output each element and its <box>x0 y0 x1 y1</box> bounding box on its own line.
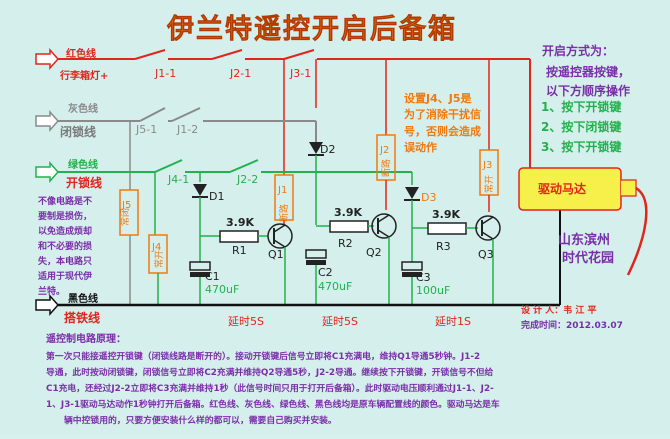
method-step2: 2、按下闭锁键 <box>541 119 621 134</box>
principle-line-5: 辆中控锁用的，只要方便安装什么样的都可以，需要自己购买并安装。 <box>64 414 337 426</box>
mid-note-4: 误动作 <box>404 140 437 154</box>
r2-label: R2 <box>338 237 353 250</box>
relay-j5 <box>119 189 139 305</box>
c1-value: 470uF <box>205 283 239 296</box>
stage-3 <box>401 215 501 305</box>
j3-label: J3 <box>482 160 492 171</box>
delay-1: 延时5S <box>228 315 264 328</box>
d2-label: D2 <box>320 143 335 156</box>
delay-3: 延时1S <box>435 315 471 328</box>
relay-j2 <box>376 134 396 210</box>
r2-value: 3.9K <box>334 206 362 219</box>
j5-note: 常闭 <box>119 208 131 226</box>
date-label: 完成时间：2012.03.07 <box>521 319 623 331</box>
left-note-6: 适用于现代伊 <box>38 270 92 282</box>
r3-value: 3.9K <box>432 208 460 221</box>
stage-1 <box>189 223 293 305</box>
green-wire <box>35 159 413 235</box>
principle-line-3: C1充电，还经过J2-2立即将C3充满并维持1秒（此信号时间只用于打开后备箱）。… <box>46 382 494 394</box>
j4-note: 常开 <box>153 250 165 268</box>
black-wire-name: 黑色线 <box>68 292 98 305</box>
left-note-2: 要制是损伤， <box>38 210 92 222</box>
switch-j4-1-label: J4-1 <box>167 173 189 186</box>
principle-line-2: 导通，此时按动闭锁键，闭锁信号立即将C2充满并维持Q2导通5秒，J2-2导通。继… <box>46 366 494 378</box>
black-wire <box>35 210 561 316</box>
left-note-5: 失，本电路只 <box>38 255 92 267</box>
switch-j5-1-label: J5-1 <box>135 123 157 136</box>
j2-label: J2 <box>379 145 389 156</box>
left-note-1: 不像电路是不 <box>38 195 92 207</box>
drive-motor <box>518 140 648 276</box>
c3-label: C3 <box>416 271 431 284</box>
switch-j3-1-label: J3-1 <box>289 67 311 80</box>
place-line2: 时代花园 <box>562 250 614 266</box>
red-wire <box>35 48 531 175</box>
switch-j2-1-label: J2-1 <box>229 67 251 80</box>
green-wire-name: 绿色线 <box>68 158 98 171</box>
q3-label: Q3 <box>478 248 494 261</box>
r3-label: R3 <box>436 240 451 253</box>
c2-label: C2 <box>318 266 333 279</box>
red-wire-name: 红色线 <box>66 47 96 60</box>
switch-j1-1-label: J1-1 <box>154 67 176 80</box>
q2-label: Q2 <box>366 246 382 259</box>
left-note-7: 兰特。 <box>38 285 65 297</box>
j3-note: 常开 <box>483 175 495 193</box>
method-step1: 1、按下开锁键 <box>541 99 621 114</box>
method-line2: 以下方顺序操作 <box>546 83 630 98</box>
gray-wire <box>35 107 317 190</box>
r1-label: R1 <box>232 244 247 257</box>
green-wire-sub: 开锁线 <box>66 175 102 190</box>
principle-line-4: 1、J3-1驱动马达动作1秒钟打开后备箱。红色线、灰色线、绿色线、黑色线均是原车… <box>46 398 500 410</box>
diode-d1 <box>192 184 208 262</box>
mid-note-2: 为了消除干扰信 <box>404 107 481 121</box>
gray-wire-name: 灰色线 <box>68 102 98 115</box>
mid-note-3: 号，否则会造成 <box>404 124 481 138</box>
stage-2 <box>305 213 397 305</box>
left-note-3: 以免造成烦却 <box>38 225 92 237</box>
j2-note: 断路 <box>380 159 392 177</box>
red-wire-sub: 行李箱灯+ <box>59 69 108 82</box>
motor-label: 驱动马达 <box>538 181 586 196</box>
mid-note-1: 设置J4、J5是 <box>404 91 472 105</box>
method-step3: 3、按下开锁键 <box>541 139 621 154</box>
j1-note: 断路 <box>278 204 290 222</box>
j1-label: J1 <box>277 185 287 196</box>
d3-label: D3 <box>421 191 436 204</box>
method-line1: 按遥控器按键， <box>546 64 630 79</box>
relay-j4 <box>148 234 168 305</box>
d1-label: D1 <box>209 190 224 203</box>
place-line1: 山东滨州 <box>558 232 610 248</box>
c2-value: 470uF <box>318 280 352 293</box>
method-title: 开启方式为： <box>542 43 614 58</box>
black-wire-sub: 搭铁线 <box>64 310 100 325</box>
left-note-4: 和不必要的损 <box>37 240 92 252</box>
relay-j3 <box>479 149 499 212</box>
q1-label: Q1 <box>268 248 284 261</box>
switch-j2-2-label: J2-2 <box>236 173 258 186</box>
diode-d3 <box>404 187 420 262</box>
j5-label: J5 <box>121 200 131 211</box>
switch-j1-2-label: J1-2 <box>176 123 198 136</box>
c3-value: 100uF <box>416 284 450 297</box>
c1-label: C1 <box>205 270 220 283</box>
gray-wire-sub: 闭锁线 <box>60 124 96 139</box>
diode-d2 <box>308 142 324 225</box>
diagram-title: 伊兰特遥控开启后备箱 <box>166 13 457 45</box>
j4-label: J4 <box>151 242 161 253</box>
r1-value: 3.9K <box>226 216 254 229</box>
delay-2: 延时5S <box>322 315 358 328</box>
principle-title: 遥控制电路原理： <box>46 332 126 345</box>
principle-line-1: 第一次只能接遥控开锁键（闭锁线路是断开的）。接动开锁键后信号立即将C1充满电，维… <box>46 350 480 362</box>
designer-label: 设 计 人：韦 江 平 <box>521 304 597 316</box>
